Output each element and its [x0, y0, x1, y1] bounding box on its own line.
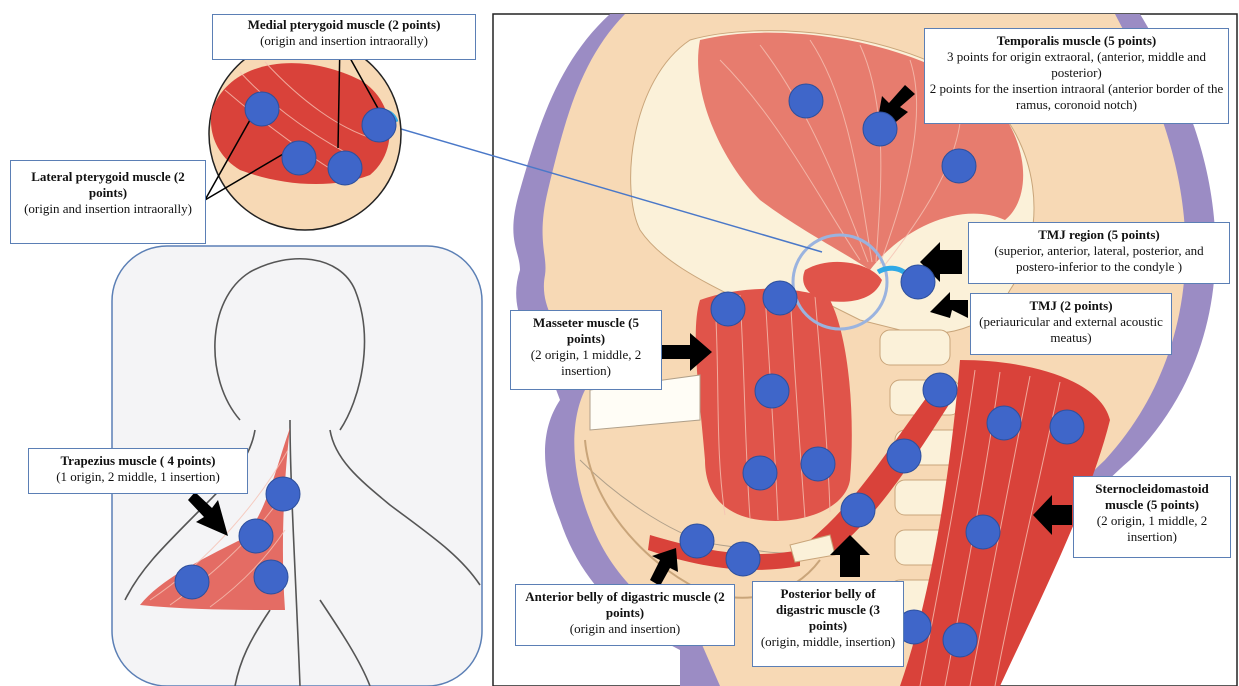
medial-pterygoid-label: Medial pterygoid muscle (2 points) (orig… — [212, 14, 476, 60]
temporalis-desc-insertion: 2 points for the insertion intraoral (an… — [929, 81, 1224, 113]
tmj-label: TMJ (2 points) (periauricular and extern… — [970, 293, 1172, 355]
tmj-desc: (periauricular and external acoustic mea… — [975, 314, 1167, 346]
trapezius-label: Trapezius muscle ( 4 points) (1 origin, … — [28, 448, 248, 494]
tmj-region-desc: (superior, anterior, lateral, posterior,… — [973, 243, 1225, 275]
anterior-digastric-label: Anterior belly of digastric muscle (2 po… — [515, 584, 735, 646]
sternocleidomastoid-desc: (2 origin, 1 middle, 2 insertion) — [1078, 513, 1226, 545]
tmj-title: TMJ (2 points) — [975, 298, 1167, 314]
tmj-region-title: TMJ region (5 points) — [973, 227, 1225, 243]
trapezius-desc: (1 origin, 2 middle, 1 insertion) — [33, 469, 243, 485]
posterior-digastric-title: Posterior belly of digastric muscle (3 p… — [757, 586, 899, 634]
masseter-label: Masseter muscle (5 points) (2 origin, 1 … — [510, 310, 662, 390]
lateral-pterygoid-title: Lateral pterygoid muscle (2 points) — [15, 169, 201, 201]
sternocleidomastoid-label: Sternocleidomastoid muscle (5 points) (2… — [1073, 476, 1231, 558]
temporalis-desc-origin: 3 points for origin extraoral, (anterior… — [929, 49, 1224, 81]
temporalis-title: Temporalis muscle (5 points) — [929, 33, 1224, 49]
medial-pterygoid-title: Medial pterygoid muscle (2 points) — [217, 17, 471, 33]
temporalis-label: Temporalis muscle (5 points) 3 points fo… — [924, 28, 1229, 124]
masseter-desc: (2 origin, 1 middle, 2 insertion) — [515, 347, 657, 379]
masseter-title: Masseter muscle (5 points) — [515, 315, 657, 347]
tmj-region-label: TMJ region (5 points) (superior, anterio… — [968, 222, 1230, 284]
lateral-pterygoid-label: Lateral pterygoid muscle (2 points) (ori… — [10, 160, 206, 244]
medial-pterygoid-desc: (origin and insertion intraorally) — [217, 33, 471, 49]
posterior-digastric-label: Posterior belly of digastric muscle (3 p… — [752, 581, 904, 667]
lateral-pterygoid-desc: (origin and insertion intraorally) — [15, 201, 201, 217]
posterior-digastric-desc: (origin, middle, insertion) — [757, 634, 899, 650]
anterior-digastric-desc: (origin and insertion) — [520, 621, 730, 637]
trapezius-title: Trapezius muscle ( 4 points) — [33, 453, 243, 469]
sternocleidomastoid-title: Sternocleidomastoid muscle (5 points) — [1078, 481, 1226, 513]
anterior-digastric-title: Anterior belly of digastric muscle (2 po… — [520, 589, 730, 621]
